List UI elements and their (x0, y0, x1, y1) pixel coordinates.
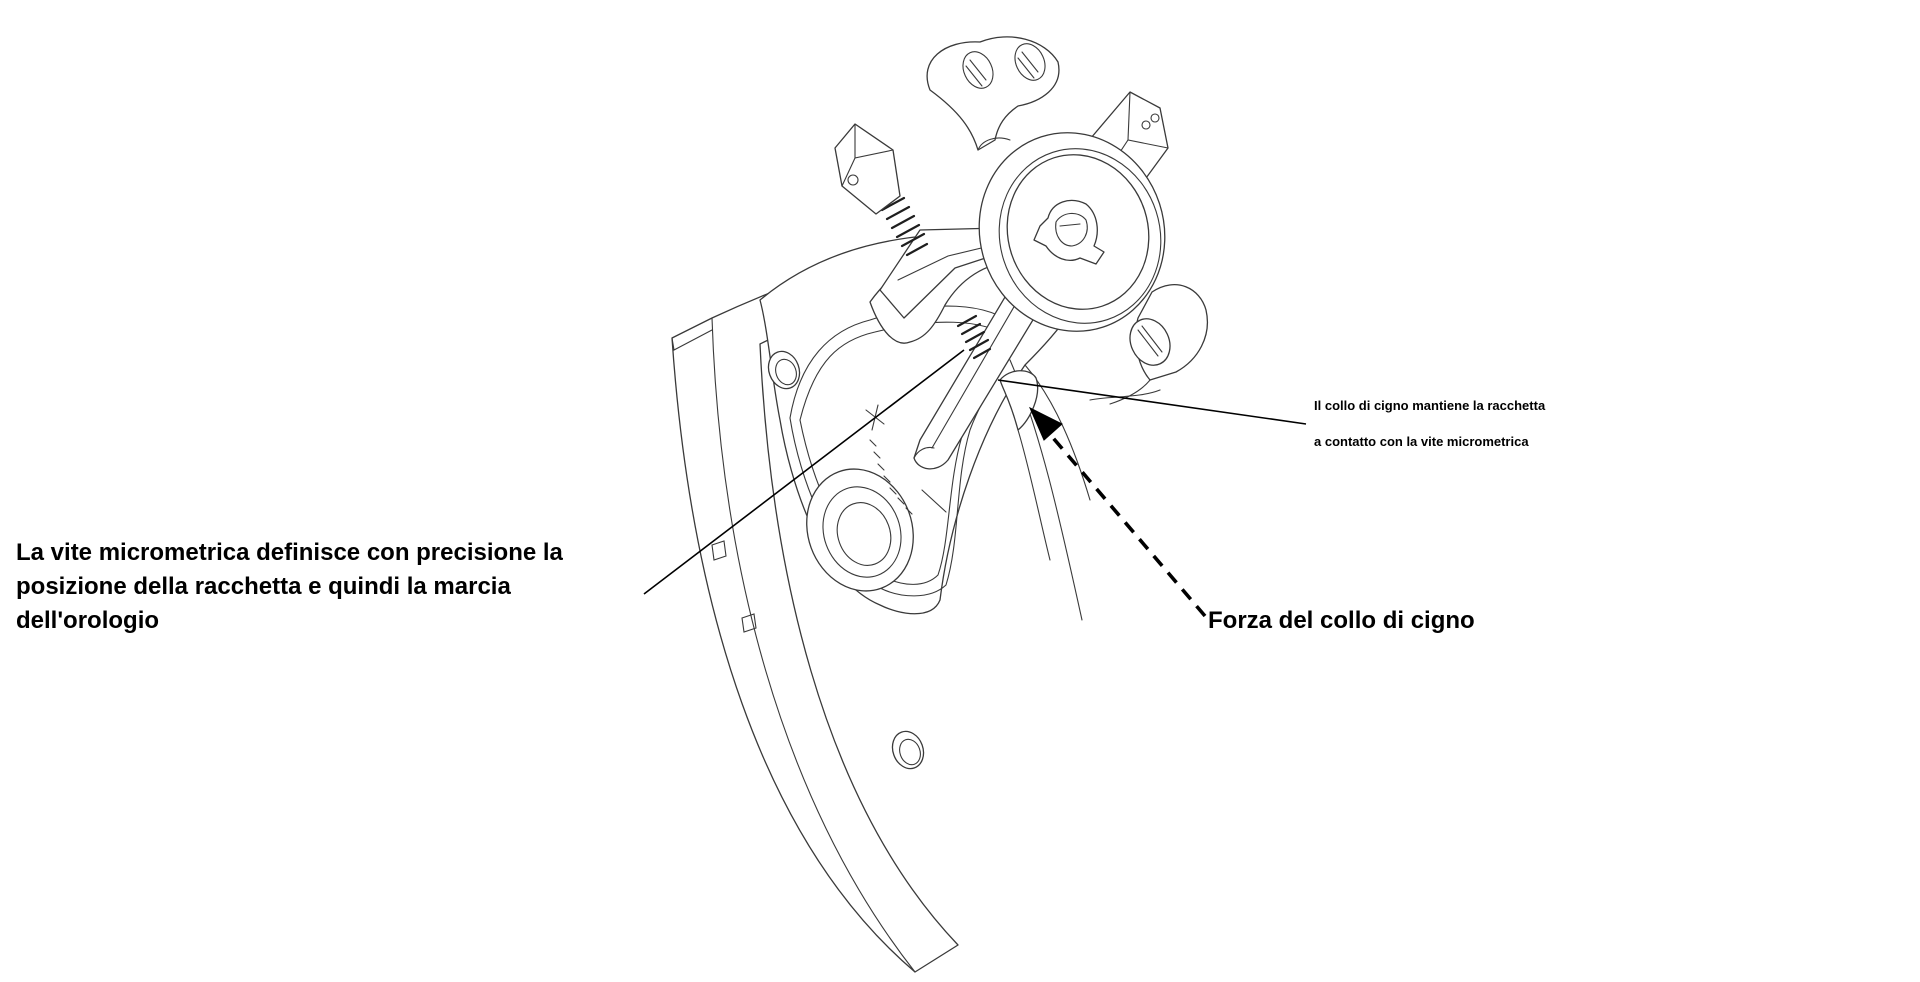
regulator-disc (978, 132, 1166, 332)
leader-micrometer-screw (643, 349, 965, 595)
micrometer-screw-assembly (834, 123, 1016, 360)
annotation-leaders (643, 349, 1307, 618)
label-gooseneck-force: Forza del collo di cigno (1208, 607, 1475, 634)
index-scale (865, 404, 947, 515)
jewel-boss (806, 468, 914, 592)
gooseneck-spring (999, 370, 1051, 561)
top-key-block (926, 36, 1060, 151)
side-screw (1089, 284, 1208, 405)
label-gooseneck-line-1: Il collo di cigno mantiene la racchetta (1314, 398, 1546, 413)
leader-gooseneck (997, 379, 1307, 425)
force-dashed-line (1046, 430, 1207, 618)
label-gooseneck-line-2: a contatto con la vite micrometrica (1314, 434, 1529, 449)
mounting-holes (767, 350, 925, 770)
label-micrometer-screw: La vite micrometrica definisce con preci… (16, 539, 563, 634)
force-arrowhead (1028, 406, 1063, 441)
